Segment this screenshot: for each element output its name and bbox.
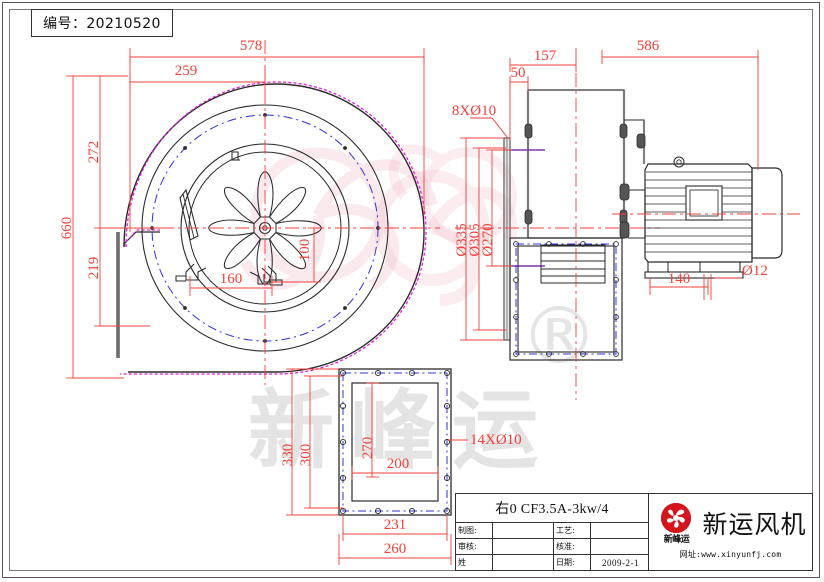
motor-lifting-eye: [673, 156, 685, 168]
top-lug: [231, 151, 239, 160]
dim-330: 330: [280, 444, 296, 467]
dim-50: 50: [511, 65, 526, 81]
impeller-blades: [208, 171, 322, 285]
side-flange-bolt-holes: [513, 241, 619, 357]
value-process[interactable]: [591, 523, 648, 538]
dim-dia-335: Ø335: [454, 223, 470, 256]
side-view-inlet: [455, 48, 660, 400]
title-block-left: 右0 CF3.5A-3kw/4 制图: 工艺: 审核: 核准: 姓: [456, 494, 649, 570]
outlet-bolt-holes: [339, 369, 451, 515]
model-designation: 右0 CF3.5A-3kw/4: [456, 494, 648, 523]
front-view-volute: [110, 40, 440, 385]
dimension-texts: 578 259 660 272 219 160 100 157 50 8XØ10…: [59, 38, 768, 557]
bracket-boss: [636, 133, 646, 149]
side-flange-boltline: [515, 243, 617, 355]
dim-dia-305: Ø305: [467, 223, 483, 256]
dim-272: 272: [86, 141, 102, 164]
dim-157: 157: [534, 48, 557, 64]
company-website: 网址:www.xinyunfj.com: [679, 549, 782, 559]
dim-14x10: 14XØ10: [470, 432, 522, 448]
company-block: 新峰运 新运风机 网址:www.xinyunfj.com: [649, 494, 812, 570]
company-name: 新运风机: [702, 510, 807, 539]
value-date[interactable]: 2009-2-1: [602, 557, 639, 568]
outlet-boltline: [342, 372, 448, 512]
dim-586: 586: [637, 38, 660, 54]
motor-boss-top: [619, 183, 630, 201]
dim-dia-270: Ø270: [480, 223, 496, 256]
side-nozzle: [179, 188, 199, 241]
dim-200: 200: [387, 456, 410, 472]
company-sub-logo-text: 新峰运: [663, 534, 690, 545]
volute-outer-black: [123, 83, 425, 373]
brand-row: 新峰运 新运风机: [654, 502, 807, 547]
title-block-grid: 制图: 工艺: 审核: 核准: 姓 日期: 2009-2-1: [456, 523, 648, 570]
dim-231: 231: [384, 517, 407, 533]
dim-100: 100: [297, 239, 313, 262]
dim-8x10: 8XØ10: [452, 103, 496, 119]
label-process: 工艺:: [554, 523, 591, 538]
label-drafter: 制图:: [456, 523, 493, 538]
label-approver: 核准:: [554, 539, 591, 554]
side-flange-box: [509, 237, 623, 361]
dim-259: 259: [175, 63, 198, 79]
company-logo: 新峰运: [654, 502, 698, 547]
outlet-outer-rect: [338, 368, 452, 516]
value-drafter[interactable]: [493, 523, 554, 538]
drawing-code-box: 编号：20210520: [31, 9, 173, 37]
fan-emblem-icon: [661, 502, 692, 533]
label-checker: 审核:: [456, 539, 493, 554]
dim-219: 219: [86, 257, 102, 280]
dim-dia-12: Ø12: [742, 263, 768, 279]
outlet-flange-view: [338, 368, 452, 516]
dim-300: 300: [298, 444, 314, 467]
dim-660: 660: [59, 217, 75, 240]
outlet-view-dimensions: [286, 368, 468, 565]
dim-140: 140: [668, 271, 691, 287]
title-row-checker: 审核: 核准:: [456, 539, 648, 555]
motor-fan-cover: [751, 167, 783, 259]
motor-foot-plate: [644, 271, 744, 279]
front-view-dimensions: [66, 48, 425, 379]
side-bearing-bosses: [524, 123, 628, 225]
label-date: 日期:: [554, 555, 591, 570]
title-row-drafter: 制图: 工艺:: [456, 523, 648, 539]
side-view-dimensions: [460, 58, 577, 341]
label-name: 姓: [456, 555, 493, 570]
inlet-bolt-holes: [150, 113, 380, 343]
side-louvre-stack: [540, 244, 606, 284]
fan-emblem-svg: [661, 502, 692, 533]
motor-view: [612, 119, 800, 279]
motor-boss-bottom: [619, 221, 630, 239]
value-checker[interactable]: [493, 539, 554, 554]
value-approver[interactable]: [591, 539, 648, 554]
drawing-code-text: 编号：20210520: [43, 16, 161, 32]
motor-view-dimensions: [601, 50, 759, 300]
sheet-inner-frame: [9, 9, 813, 571]
volute-outer-magenta: [120, 81, 427, 375]
dim-578: 578: [240, 38, 263, 54]
outlet-inner-rect: [351, 382, 439, 502]
dim-270: 270: [360, 437, 376, 460]
dim-160: 160: [220, 271, 243, 287]
title-block: 右0 CF3.5A-3kw/4 制图: 工艺: 审核: 核准: 姓: [455, 493, 813, 571]
title-row-name-date: 姓 日期: 2009-2-1: [456, 555, 648, 570]
value-name[interactable]: [493, 555, 554, 570]
dim-260: 260: [384, 541, 407, 557]
